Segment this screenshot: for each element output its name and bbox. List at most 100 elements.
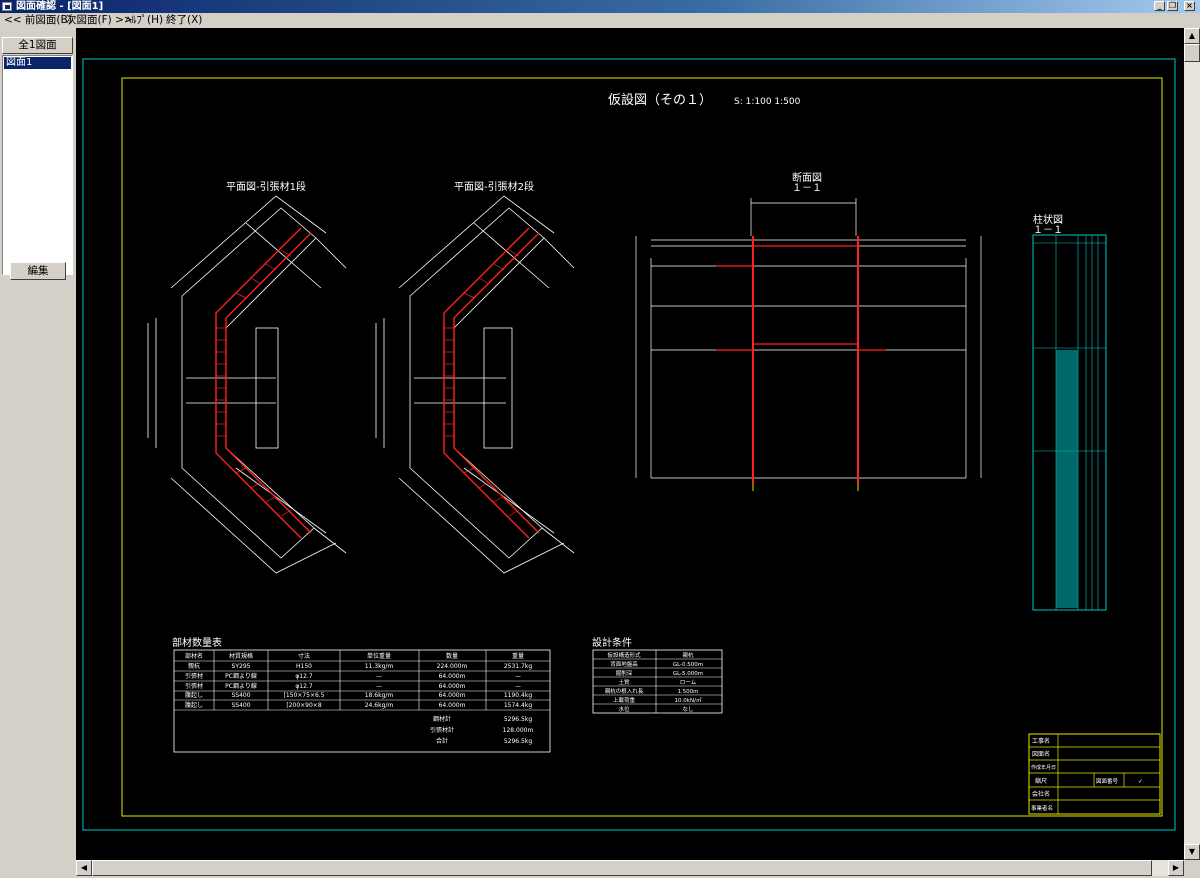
- scroll-up-button[interactable]: ▲: [1184, 28, 1200, 44]
- all-drawings-button[interactable]: 全1図面: [2, 37, 73, 54]
- column-title: 柱状図: [1033, 213, 1063, 226]
- drawing-number-value: ✓: [1138, 778, 1143, 785]
- mat-header-3: 単位重量: [367, 652, 391, 660]
- column-view: 柱状図 １－１: [1032, 213, 1107, 611]
- mat-cell: [150×75×6.5: [283, 692, 324, 699]
- mat-cell: 1190.4kg: [504, 692, 532, 699]
- scroll-down-button[interactable]: ▼: [1184, 844, 1200, 860]
- titleblock-label: 縮尺: [1035, 777, 1047, 785]
- titleblock-label: 図面名: [1032, 750, 1050, 758]
- mat-cell: 2531.7kg: [504, 663, 532, 670]
- mat-cell: —: [376, 673, 382, 680]
- mat-cell: 64.000m: [439, 702, 466, 709]
- mat-cell: 224.000m: [437, 663, 468, 670]
- mat-cell: 64.000m: [439, 673, 466, 680]
- design-label: 仮設構造形式: [607, 651, 641, 659]
- mat-cell: 64.000m: [439, 692, 466, 699]
- mat-cell: 引張材: [185, 672, 203, 680]
- plan2-title: 平面図-引張材2段: [454, 180, 534, 193]
- menu-next-drawing[interactable]: 次図面(F) >>: [66, 14, 133, 26]
- drawing-border: [121, 77, 1163, 817]
- design-value: ローム: [680, 679, 697, 686]
- column-subtitle: １－１: [1033, 225, 1063, 236]
- horizontal-scroll-thumb[interactable]: [92, 860, 1152, 876]
- design-label: 背面地盤高: [610, 660, 638, 668]
- minimize-button[interactable]: _: [1154, 1, 1165, 11]
- drawing-list[interactable]: 図面1: [2, 55, 73, 275]
- horizontal-scrollbar[interactable]: ◀ ▶: [76, 860, 1184, 876]
- vertical-scroll-thumb[interactable]: [1184, 44, 1200, 62]
- title-block: 工事名 図面名 作成年月日 縮尺 会社名 事業者名 図面番号 ✓: [1028, 733, 1161, 815]
- drawing-number-label: 図面番号: [1096, 778, 1119, 785]
- materials-table: 部材数量表 部材名 材質規格: [172, 636, 551, 753]
- mat-header-0: 部材名: [185, 652, 203, 660]
- mat-cell: PC鋼より線: [225, 672, 257, 680]
- drawing-list-item[interactable]: 図面1: [4, 57, 71, 69]
- design-value: なし: [682, 706, 693, 713]
- cad-drawing: 仮設図（その１） S: 1:100 1:500 平面図-引張材1段: [82, 58, 1176, 831]
- left-panel: 全1図面 図面1 編集: [0, 28, 76, 878]
- restore-button[interactable]: ❐: [1167, 1, 1178, 11]
- mat-cell: φ12.7: [295, 673, 313, 680]
- mat-cell: —: [515, 683, 521, 690]
- design-label: 掘削深: [616, 669, 633, 677]
- mat-cell: PC鋼より線: [225, 682, 257, 690]
- total-value: 128.000m: [503, 727, 534, 734]
- window-title: 図面確認 - [図面1]: [16, 1, 104, 12]
- vertical-scrollbar[interactable]: ▲ ▼: [1184, 28, 1200, 860]
- design-title: 設計条件: [592, 636, 632, 649]
- materials-title: 部材数量表: [172, 636, 222, 649]
- mat-cell: 腹起し: [185, 691, 203, 699]
- total-label: 鋼材計: [433, 715, 451, 723]
- mat-cell: SS400: [231, 702, 250, 709]
- plan1-title: 平面図-引張材1段: [226, 180, 306, 193]
- menu-help[interactable]: ﾍﾙﾌﾟ(H): [126, 14, 164, 26]
- mat-cell: φ12.7: [295, 683, 313, 690]
- close-button[interactable]: ×: [1184, 1, 1195, 11]
- menu-bar: << 前図面(B) 次図面(F) >> ﾍﾙﾌﾟ(H) 終了(X): [0, 13, 1200, 28]
- menu-exit[interactable]: 終了(X): [166, 14, 203, 26]
- total-label: 合計: [436, 737, 448, 745]
- scroll-left-button[interactable]: ◀: [76, 860, 92, 876]
- mat-cell: 11.3kg/m: [365, 663, 394, 670]
- mat-header-4: 数量: [446, 652, 458, 660]
- title-bar: 図面確認 - [図面1] _ ❐ ×: [0, 0, 1200, 13]
- design-value: GL-0.500m: [673, 662, 703, 668]
- mat-cell: 24.6kg/m: [365, 702, 394, 709]
- design-value: 10.0kN/㎡: [675, 696, 702, 704]
- section-view: 断面図 １－１: [635, 171, 982, 491]
- design-label: 土質: [618, 678, 630, 686]
- design-conditions-table: 設計条件 仮設構造形式 親杭 背面地盤高 GL-0.500m 掘削深: [592, 636, 723, 714]
- menu-prev-drawing[interactable]: << 前図面(B): [4, 14, 72, 26]
- mat-cell: H150: [296, 663, 312, 670]
- drawing-canvas[interactable]: 仮設図（その１） S: 1:100 1:500 平面図-引張材1段: [76, 28, 1184, 860]
- mat-cell: —: [376, 683, 382, 690]
- mat-cell: SS400: [231, 692, 250, 699]
- scroll-right-button[interactable]: ▶: [1168, 860, 1184, 876]
- app-icon: [2, 2, 12, 11]
- titleblock-label: 作成年月日: [1031, 764, 1056, 771]
- design-label: 親杭の根入れ長: [605, 687, 644, 695]
- design-value: 1.500m: [677, 689, 698, 695]
- mat-cell: [200×90×8: [286, 702, 321, 709]
- design-value: GL-5.000m: [673, 671, 703, 677]
- total-label: 引張材計: [430, 726, 454, 734]
- mat-cell: 64.000m: [439, 683, 466, 690]
- mat-cell: 親杭: [188, 662, 200, 670]
- design-label: 水位: [618, 705, 630, 713]
- mat-cell: 引張材: [185, 682, 203, 690]
- design-label: 上載荷重: [613, 696, 636, 704]
- mat-cell: 1574.4kg: [504, 702, 532, 709]
- section-subtitle: １－１: [792, 183, 822, 194]
- drawing-outer-frame: [82, 58, 1176, 831]
- edit-button[interactable]: 編集: [10, 262, 66, 280]
- mat-header-1: 材質規格: [229, 652, 253, 660]
- total-value: 5296.5kg: [504, 738, 532, 745]
- titleblock-label: 事業者名: [1031, 804, 1053, 812]
- design-value: 親杭: [682, 651, 694, 659]
- plan-view-2: 平面図-引張材2段: [375, 180, 575, 574]
- section-title: 断面図: [792, 171, 822, 184]
- mat-header-5: 重量: [512, 652, 524, 660]
- mat-cell: SY295: [232, 663, 251, 670]
